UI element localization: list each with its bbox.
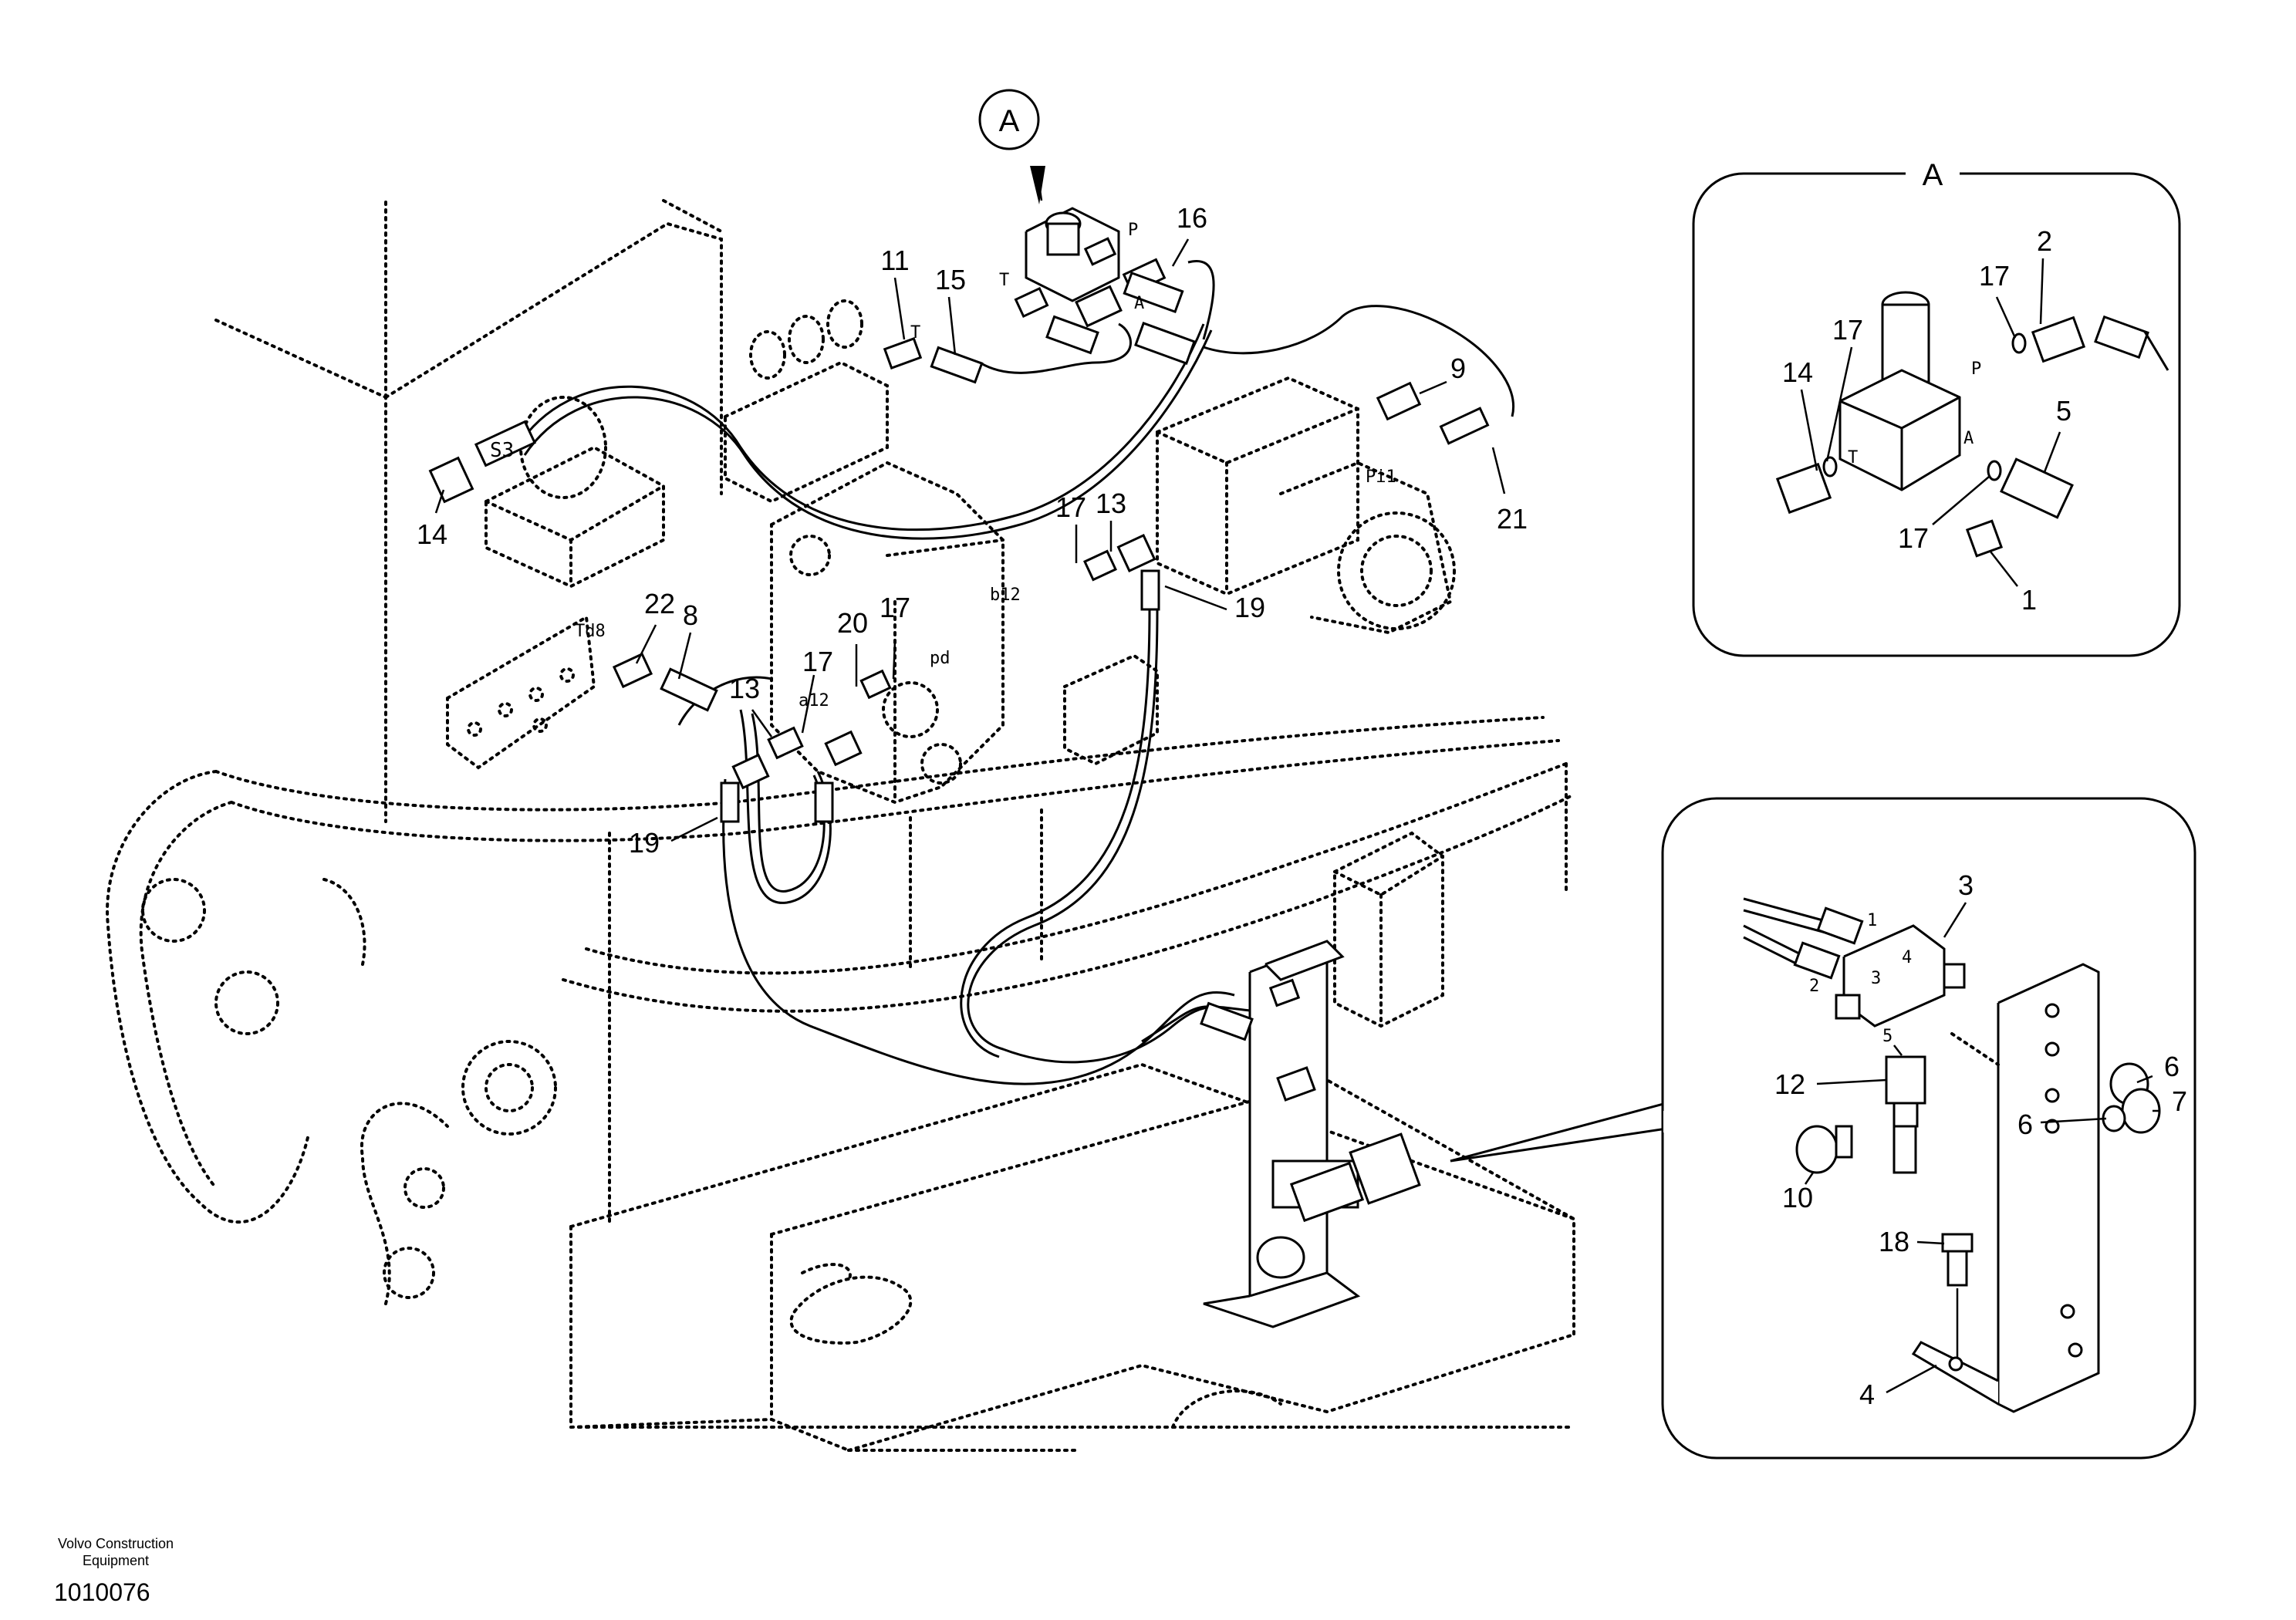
port-b12: b12 xyxy=(990,586,1021,605)
company-name: Volvo Construction Equipment xyxy=(57,1536,174,1568)
label-16: 16 xyxy=(1177,202,1207,234)
detail-a-label-17-top: 17 xyxy=(1979,260,2010,292)
detail-b-label-12: 12 xyxy=(1774,1068,1805,1100)
hose-lines xyxy=(515,260,1515,1085)
port-a-main: A xyxy=(1134,294,1144,313)
port-td8: Td8 xyxy=(575,622,606,641)
detail-panel-a: A 2 17 17 14 5 17 1 P T A xyxy=(1692,158,2181,657)
port-s3: S3 xyxy=(490,439,514,462)
label-20: 20 xyxy=(837,607,868,639)
detail-b-label-6-upper: 6 xyxy=(2164,1051,2180,1082)
detail-a-title: A xyxy=(1923,158,1943,192)
main-labels: 16 11 15 9 14 21 13 17 19 22 8 20 17 13 … xyxy=(417,202,1528,859)
detail-b-label-3: 3 xyxy=(1958,869,1974,901)
leader-lines-main xyxy=(434,166,1506,842)
label-22: 22 xyxy=(644,588,675,619)
label-8: 8 xyxy=(683,599,698,631)
detail-a-label-5: 5 xyxy=(2056,395,2071,427)
label-19-right: 19 xyxy=(1234,592,1265,623)
label-11: 11 xyxy=(880,245,909,276)
detail-a-port-p: P xyxy=(1971,359,1981,379)
label-9: 9 xyxy=(1450,353,1466,384)
detail-b-label-6-lower: 6 xyxy=(2017,1109,2033,1140)
detail-a-label-17-left: 17 xyxy=(1832,314,1863,346)
label-15: 15 xyxy=(935,264,966,295)
pilot-valve-a xyxy=(1025,207,1120,302)
detail-a-port-t: T xyxy=(1848,448,1858,467)
detail-b-label-18: 18 xyxy=(1879,1226,1909,1257)
callout-a-label: A xyxy=(999,104,1020,138)
detail-b-port-2: 2 xyxy=(1809,977,1819,996)
detail-a-port-a: A xyxy=(1963,429,1974,448)
label-13-upper: 13 xyxy=(1096,488,1126,519)
detail-a-label-17-bottom: 17 xyxy=(1898,522,1929,554)
label-17-lower: 17 xyxy=(802,646,833,677)
detail-b-port-1: 1 xyxy=(1867,911,1877,930)
detail-b-label-10: 10 xyxy=(1782,1182,1813,1213)
detail-panel-b: 3 6 7 6 12 10 18 4 1 2 3 4 5 xyxy=(1450,797,2196,1460)
port-p-main: P xyxy=(1128,221,1138,240)
label-14: 14 xyxy=(417,518,447,550)
label-21: 21 xyxy=(1497,503,1528,535)
fittings-main xyxy=(428,237,1490,823)
detail-b-label-7: 7 xyxy=(2172,1085,2187,1117)
label-17-mid: 17 xyxy=(880,592,910,623)
port-t-main-a: T xyxy=(999,271,1009,290)
footer-company-block: Volvo Construction Equipment xyxy=(31,1535,201,1569)
machine-frame-outline xyxy=(106,199,1575,1452)
detail-b-port-4: 4 xyxy=(1902,948,1912,967)
bracket-assembly-main xyxy=(1200,940,1421,1328)
detail-b-label-4: 4 xyxy=(1859,1379,1875,1410)
port-t-main-b: T xyxy=(910,323,920,343)
label-13-lower: 13 xyxy=(729,673,760,704)
detail-a-label-1: 1 xyxy=(2021,584,2037,616)
callout-a: A xyxy=(978,89,1040,150)
drawing-number: 1010076 xyxy=(54,1578,150,1606)
detail-a-label-2: 2 xyxy=(2037,225,2052,257)
detail-b-port-5: 5 xyxy=(1882,1027,1893,1046)
label-17-upper: 17 xyxy=(1055,491,1086,523)
detail-a-label-14: 14 xyxy=(1782,356,1813,388)
port-pd: pd xyxy=(930,649,950,668)
port-a12: a12 xyxy=(799,691,829,710)
detail-b-port-3: 3 xyxy=(1871,969,1881,988)
label-19-left: 19 xyxy=(629,827,660,859)
main-port-tags: P T T A S3 Pi1 b12 Td8 pd a12 xyxy=(490,221,1396,710)
port-pi1: Pi1 xyxy=(1366,467,1396,487)
